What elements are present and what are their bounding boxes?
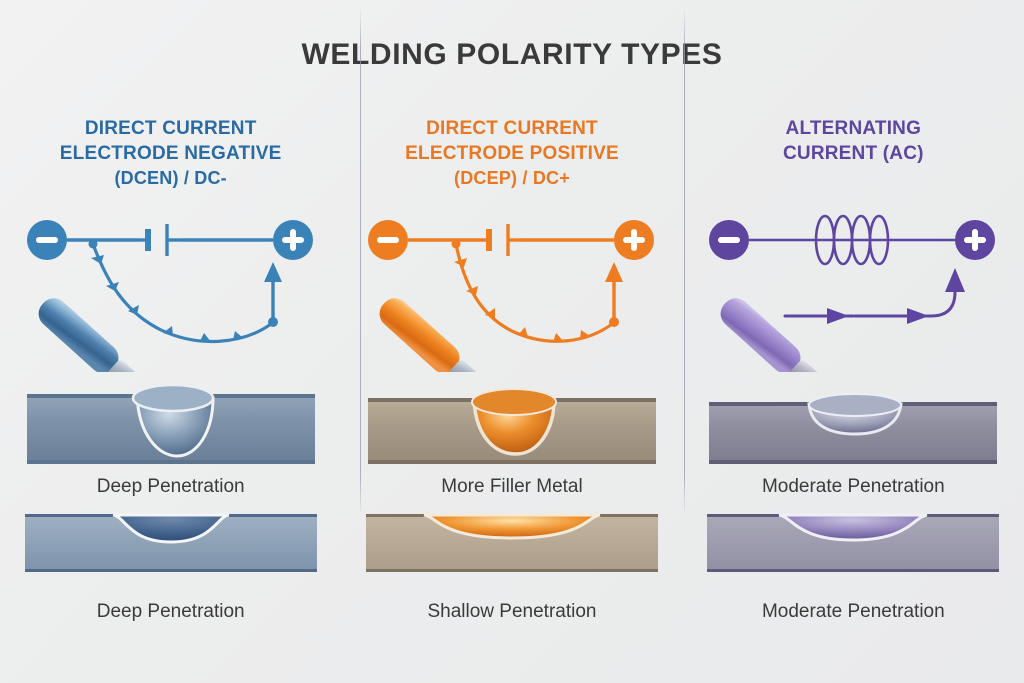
cross-section-ac (703, 508, 1003, 576)
heading-line-1: DIRECT CURRENT (84, 118, 257, 139)
cross-section-dcen (21, 508, 321, 576)
caption-top-ac: Moderate Penetration (761, 476, 945, 497)
circuit-diagram-ac (703, 212, 1003, 372)
column-divider-1 (360, 8, 361, 516)
caption-bottom-dcen: Deep Penetration (96, 601, 245, 622)
circuit-diagram-dcen (21, 212, 321, 372)
caption-top-dcep: More Filler Metal (441, 476, 583, 497)
page-title: WELDING POLARITY TYPES (301, 38, 723, 71)
heading-line-2: CURRENT (AC) (782, 143, 924, 164)
column-ac: ALTERNATING CURRENT (AC) (683, 108, 1024, 638)
heading-line-1: ALTERNATING (785, 118, 922, 139)
caption-bottom-ac: Moderate Penetration (761, 601, 945, 622)
column-heading-ac: ALTERNATING CURRENT (AC) (783, 108, 924, 212)
weld-plate-dcep (362, 372, 662, 468)
heading-line-2: ELECTRODE NEGATIVE (59, 143, 282, 164)
column-dcen: DIRECT CURRENT ELECTRODE NEGATIVE (DCEN)… (0, 108, 341, 638)
ac-wave-oval-4 (869, 214, 890, 266)
caption-bottom-dcep: Shallow Penetration (427, 601, 597, 622)
cross-section-dcep (362, 508, 662, 576)
column-heading-dcen: DIRECT CURRENT ELECTRODE NEGATIVE (DCEN)… (60, 108, 282, 212)
caption-top-dcen: Deep Penetration (96, 476, 245, 497)
column-heading-dcep: DIRECT CURRENT ELECTRODE POSITIVE (DCEP)… (405, 108, 619, 212)
polarity-columns: DIRECT CURRENT ELECTRODE NEGATIVE (DCEN)… (0, 108, 1024, 638)
heading-line-1: DIRECT CURRENT (426, 118, 598, 139)
column-divider-2 (684, 8, 685, 516)
circuit-diagram-dcep (362, 212, 662, 372)
column-dcep: DIRECT CURRENT ELECTRODE POSITIVE (DCEP)… (341, 108, 682, 638)
heading-line-3: (DCEP) / DC+ (454, 168, 570, 188)
weld-plate-dcen (21, 372, 321, 468)
heading-line-2: ELECTRODE POSITIVE (405, 143, 619, 164)
weld-plate-ac (703, 372, 1003, 468)
heading-line-3: (DCEN) / DC- (114, 168, 227, 188)
